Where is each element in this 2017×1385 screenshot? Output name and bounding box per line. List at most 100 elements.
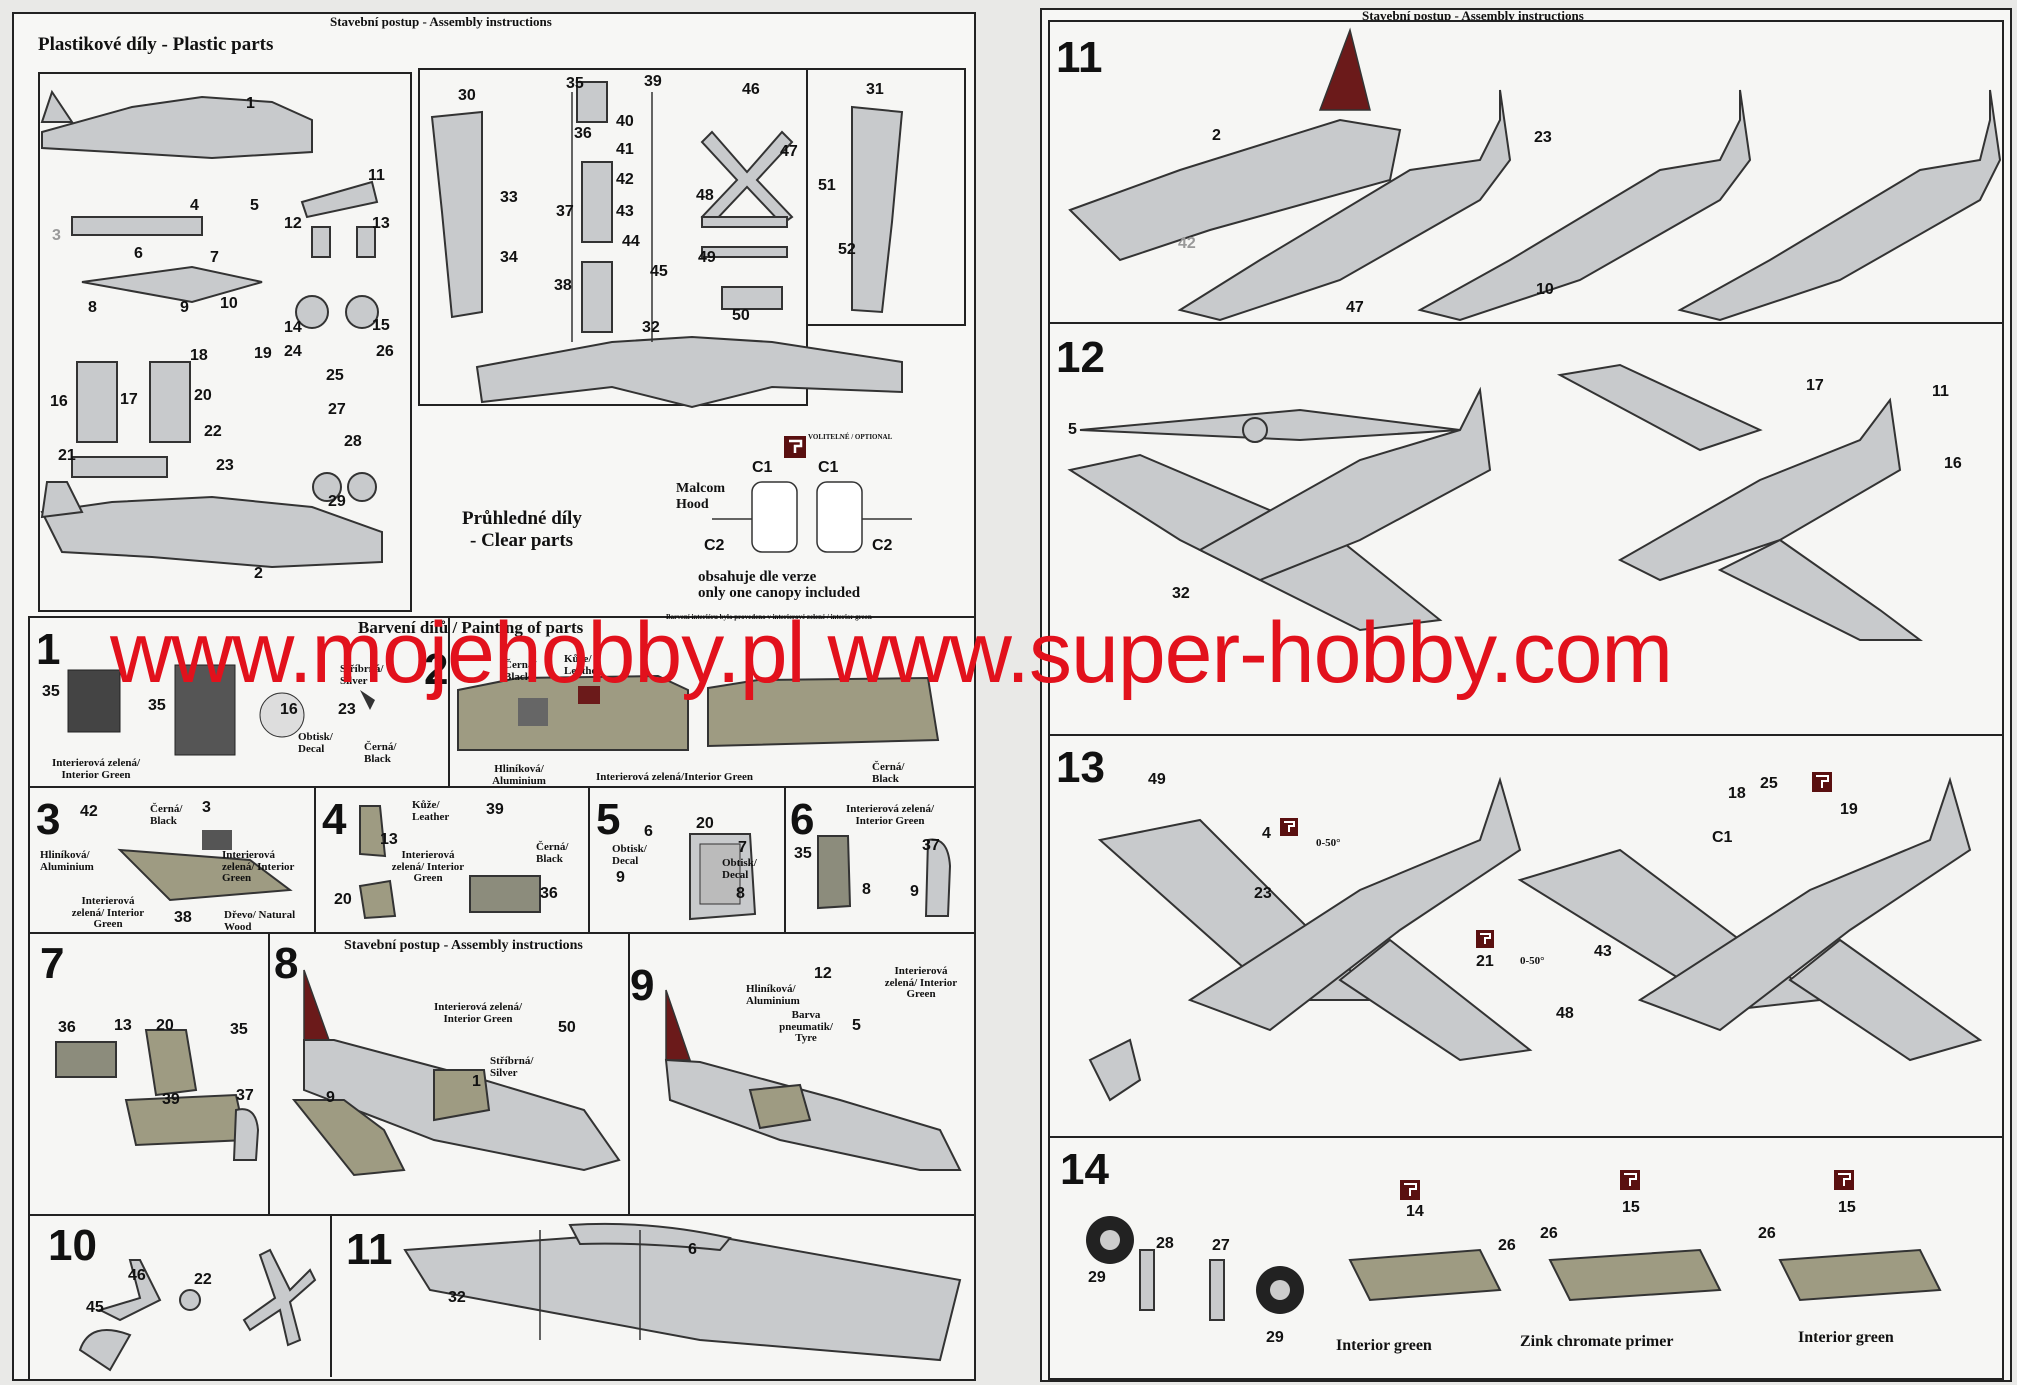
step13-p4: 4 [1262, 825, 1271, 842]
step10-p22: 22 [194, 1271, 212, 1288]
step5-p20: 20 [696, 815, 714, 832]
step14-p26a: 26 [1498, 1237, 1516, 1254]
step11b-p42: 42 [1178, 235, 1196, 252]
step-13-number: 13 [1056, 743, 1105, 792]
optional-badge-icon [784, 436, 806, 458]
part-num-7: 7 [210, 249, 219, 266]
part-num-40: 40 [616, 113, 634, 130]
step2-alu: Hliníková/ Aluminium [492, 763, 546, 787]
step3-p38: 38 [174, 909, 192, 926]
part-num-1: 1 [246, 95, 255, 112]
part-num-26: 26 [376, 343, 394, 360]
step1-p35b: 35 [148, 697, 166, 714]
part-num-11: 11 [368, 167, 385, 184]
plastic-parts-title: Plastikové díly - Plastic parts [38, 34, 274, 55]
part-num-22: 22 [204, 423, 222, 440]
step-5-number: 5 [596, 795, 621, 844]
part-num-12: 12 [284, 215, 302, 232]
part-num-32: 32 [642, 319, 660, 336]
step-3-number: 3 [36, 795, 61, 844]
step14-optional-icon-a [1400, 1180, 1420, 1200]
step13-p25: 25 [1760, 775, 1778, 792]
step10-p46: 46 [128, 1267, 146, 1284]
step9-alu: Hliníková/ Aluminium [746, 983, 800, 1007]
step5-decal-a: Obtisk/ Decal [612, 843, 647, 867]
painting-title: Barvení dílů / Painting of parts [358, 618, 584, 637]
step14-p26c: 26 [1758, 1225, 1776, 1242]
part-num-47: 47 [780, 143, 798, 160]
step9-p12: 12 [814, 965, 832, 982]
step13-p18: 18 [1728, 785, 1746, 802]
part-num-27: 27 [328, 401, 346, 418]
step-11-divider [330, 1214, 332, 1377]
step14-p15b: 15 [1838, 1199, 1856, 1216]
step12-p16: 16 [1944, 455, 1962, 472]
step13-p49: 49 [1148, 771, 1166, 788]
part-num-46: 46 [742, 81, 760, 98]
malcom-hood-1: Malcom [676, 481, 725, 496]
clear-note-en: only one canopy included [698, 585, 861, 601]
step14-p27: 27 [1212, 1237, 1230, 1254]
step11a-p6: 6 [688, 1241, 697, 1258]
part-num-33: 33 [500, 189, 518, 206]
part-num-10: 10 [220, 295, 238, 312]
mid-running-title: Stavební postup - Assembly instructions [344, 938, 583, 953]
step1-silver: Stříbrná/ Silver [340, 663, 384, 687]
step1-p23: 23 [338, 701, 356, 718]
step5-p7: 7 [738, 839, 747, 856]
step6-p9: 9 [910, 883, 919, 900]
step13-p21: 21 [1476, 953, 1494, 970]
step12-p5: 5 [1068, 421, 1077, 438]
step-6-drawing [817, 835, 952, 917]
step-14-drawing [1086, 1216, 1942, 1321]
step9-tyre: Barva pneumatik/ Tyre [779, 1009, 833, 1045]
part-num-49: 49 [698, 249, 716, 266]
malcom-hood-2: Hood [676, 497, 709, 512]
step13-c1: C1 [1712, 829, 1733, 846]
step7-p13: 13 [114, 1017, 132, 1034]
canopy-drawing [712, 481, 912, 553]
step4-black: Černá/ Black [536, 841, 569, 865]
part-num-35: 35 [566, 75, 584, 92]
step13-p23: 23 [1254, 885, 1272, 902]
painting-note: Barvení interiéru bylo provedeno v inter… [666, 613, 872, 621]
part-num-25: 25 [326, 367, 344, 384]
step-2-number: 2 [424, 645, 449, 694]
step-6-number: 6 [790, 795, 815, 844]
step14-green1: Interior green [1336, 1337, 1432, 1354]
part-num-41: 41 [616, 141, 634, 158]
clear-badge-text: VOLITELNÉ / OPTIONAL [808, 433, 893, 441]
step14-green2: Interior green [1798, 1329, 1894, 1346]
part-num-23: 23 [216, 457, 234, 474]
step-1-number: 1 [36, 625, 61, 674]
step-5-divider [588, 786, 590, 932]
step9-green: Interierová zelená/ Interior Green [884, 965, 958, 1001]
step11b-p23: 23 [1534, 129, 1552, 146]
step14-optional-icon-c [1834, 1170, 1854, 1190]
step-14-number: 14 [1060, 1145, 1109, 1194]
part-num-3: 3 [52, 227, 61, 244]
part-num-8: 8 [88, 299, 97, 316]
step13-p48: 48 [1556, 1005, 1574, 1022]
step4-p36: 36 [540, 885, 558, 902]
step10-p45: 45 [86, 1299, 104, 1316]
step5-p6: 6 [644, 823, 653, 840]
step5-p9: 9 [616, 869, 625, 886]
step-10-drawing [78, 1248, 317, 1372]
step-11b-drawing [1068, 27, 2002, 322]
step14-zinc: Zink chromate primer [1520, 1333, 1674, 1350]
step13-angle-a: 0-50° [1316, 837, 1341, 849]
part-num-19: 19 [254, 345, 272, 362]
step-1-drawing [67, 664, 375, 756]
step13-p19: 19 [1840, 801, 1858, 818]
step1-black: Černá/ Black [364, 741, 397, 765]
part-num-24: 24 [284, 343, 302, 360]
step-11a-drawing [403, 1222, 962, 1362]
clear-c2-b: C2 [872, 537, 893, 554]
step-8-drawing [291, 969, 621, 1177]
step14-p29b: 29 [1266, 1329, 1284, 1346]
part-num-30: 30 [458, 87, 476, 104]
part-num-17: 17 [120, 391, 138, 408]
step-8-number: 8 [274, 939, 299, 988]
step-2-box [448, 616, 974, 786]
